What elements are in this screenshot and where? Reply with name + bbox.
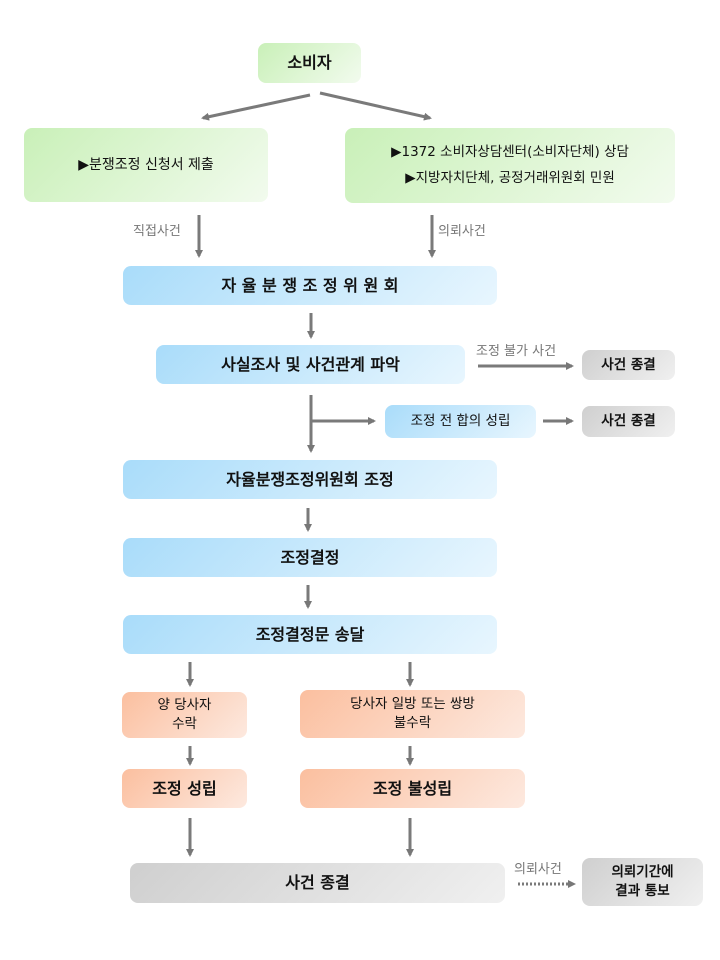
reject-label: 불수락	[393, 715, 432, 731]
arrow	[201, 93, 311, 121]
consultation-box: ▶1372 소비자상담센터(소비자단체) 상담 ▶지방자치단체, 공정거래위원회…	[345, 128, 675, 203]
case-closed-label: 사건 종결	[601, 356, 656, 373]
accept-label: 수락	[172, 716, 197, 732]
accept-label: 양 당사자	[157, 697, 212, 714]
reject-label: 당사자 일방 또는 쌍방	[350, 696, 475, 713]
failure-label: 조정 불성립	[372, 778, 453, 798]
notify-box: 의뢰기간에 결과 통보	[582, 858, 703, 906]
delivery-label: 조정결정문 송달	[255, 624, 365, 644]
success-label: 조정 성립	[152, 778, 217, 798]
consultation-item: ▶1372 소비자상담센터(소비자단체) 상담	[391, 143, 629, 160]
committee-mediation-label: 자율분쟁조정위원회 조정	[226, 469, 394, 489]
reject-box: 당사자 일방 또는 쌍방 불수락	[300, 690, 525, 738]
not-possible-label: 조정 불가 사건	[476, 344, 557, 359]
consultation-item: ▶지방자치단체, 공정거래위원회 민원	[405, 169, 615, 186]
consumer-box: 소비자	[258, 43, 361, 83]
decision-box: 조정결정	[123, 538, 497, 577]
final-closed-box: 사건 종결	[130, 863, 505, 903]
case-closed-label: 사건 종결	[601, 413, 656, 430]
success-box: 조정 성립	[122, 769, 247, 808]
case-closed-box: 사건 종결	[582, 406, 675, 437]
direct-filing-label: ▶분쟁조정 신청서 제출	[78, 156, 214, 173]
pre-agreement-box: 조정 전 합의 성립	[385, 405, 536, 438]
committee-label: 자 율 분 쟁 조 정 위 원 회	[221, 275, 399, 295]
investigation-label: 사실조사 및 사건관계 파악	[221, 354, 400, 374]
notify-label: 의뢰기간에	[611, 864, 674, 881]
final-closed-label: 사건 종결	[285, 873, 350, 892]
committee-box: 자 율 분 쟁 조 정 위 원 회	[123, 266, 497, 305]
delivery-box: 조정결정문 송달	[123, 615, 497, 654]
notify-label: 결과 통보	[615, 883, 670, 899]
decision-label: 조정결정	[280, 547, 340, 567]
investigation-box: 사실조사 및 사건관계 파악	[156, 345, 465, 384]
request-case-label: 의뢰사건	[438, 224, 486, 239]
request-case-label: 의뢰사건	[514, 862, 562, 877]
case-closed-box: 사건 종결	[582, 350, 675, 380]
consumer-label: 소비자	[287, 53, 332, 72]
failure-box: 조정 불성립	[300, 769, 525, 808]
pre-agreement-label: 조정 전 합의 성립	[410, 413, 511, 430]
committee-mediation-box: 자율분쟁조정위원회 조정	[123, 460, 497, 499]
direct-case-label: 직접사건	[133, 224, 181, 239]
arrow	[319, 91, 432, 121]
accept-box: 양 당사자 수락	[122, 692, 247, 738]
direct-filing-box: ▶분쟁조정 신청서 제출	[24, 128, 268, 202]
